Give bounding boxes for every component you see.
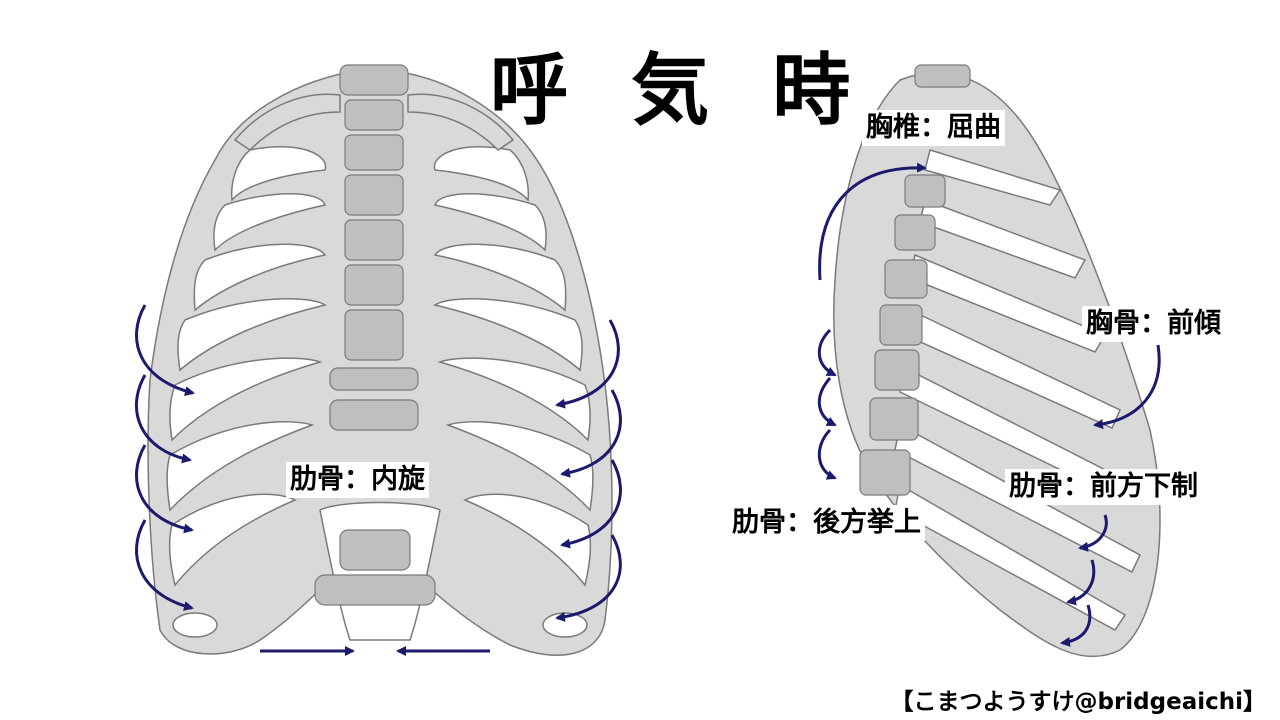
- author-credit: 【こまつようすけ@bridgeaichi】: [890, 689, 1266, 715]
- side-arrows: [817, 162, 1161, 647]
- front-rib-gaps-right: [433, 146, 594, 638]
- side-ribcage: [833, 64, 1161, 658]
- front-spine: [314, 64, 436, 606]
- front-arrows: [135, 304, 622, 656]
- front-clavicles: [233, 93, 515, 151]
- label-ribs-anterior: 肋骨：前方下制: [1005, 469, 1202, 506]
- front-rib-gaps-left: [166, 146, 327, 638]
- label-thoracic-spine: 胸椎：屈曲: [862, 110, 1005, 147]
- page-title: 呼 気 時: [490, 46, 869, 136]
- front-infrasternal-notch: [319, 501, 441, 641]
- label-front-ribs: 肋骨：内旋: [286, 462, 429, 499]
- label-sternum: 胸骨：前傾: [1082, 306, 1225, 343]
- label-ribs-posterior: 肋骨：後方挙上: [728, 505, 925, 542]
